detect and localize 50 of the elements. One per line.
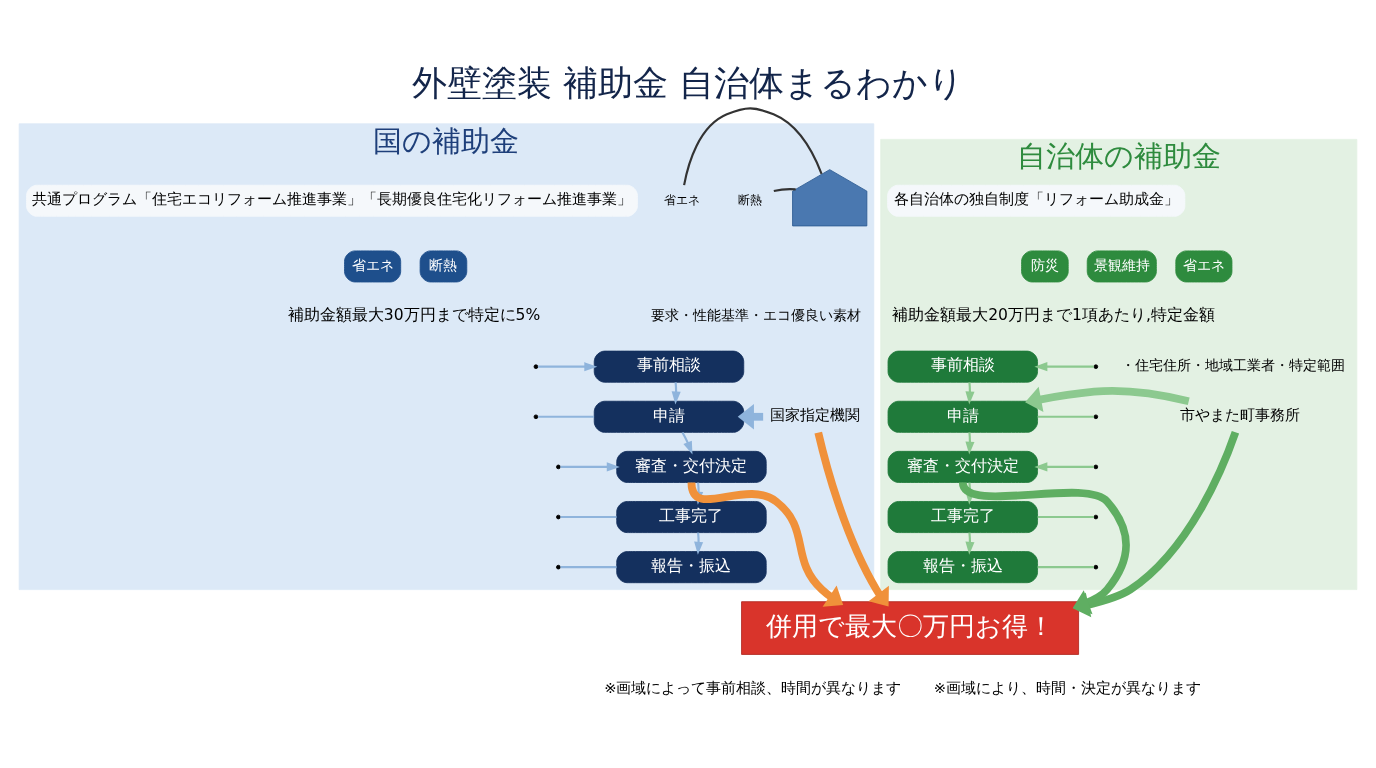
- arrow: [965, 432, 975, 455]
- connector: [1037, 415, 1094, 418]
- label: ※画域により、時間・決定が異なります: [933, 678, 1202, 696]
- node-box: 申請: [887, 400, 1038, 433]
- arrow: [814, 431, 889, 607]
- arrow: [694, 532, 704, 555]
- arrow: [1034, 462, 1094, 472]
- connector: [1037, 515, 1094, 519]
- node-box: 景観維持: [1086, 250, 1157, 283]
- node-box: 工事完了: [616, 501, 767, 533]
- node-box: 防災: [1021, 250, 1069, 283]
- node-box: 審査・交付決定: [616, 450, 767, 483]
- node-box: 断熱: [419, 250, 468, 283]
- node-text: 省エネ: [663, 192, 700, 207]
- connector: [683, 107, 823, 186]
- node-text: 国家指定機関: [770, 406, 861, 424]
- arrow: [1034, 362, 1094, 372]
- arrow: [560, 462, 620, 472]
- label: ※画域によって事前相談、時間が異なります: [604, 678, 902, 696]
- node-box: 共通プログラム「住宅エコリフォーム推進事業」「長期優良住宅化リフォーム推進事業」: [26, 184, 638, 217]
- connector: [773, 188, 796, 193]
- label: 補助金額最大30万円まで特定に5%: [287, 306, 541, 325]
- node-box: 報告・振込: [887, 551, 1038, 584]
- arrow: [965, 382, 975, 405]
- node-box: 事前相談: [887, 350, 1038, 383]
- arrow: [965, 532, 975, 555]
- node-box: 省エネ: [344, 250, 402, 283]
- connector: [560, 515, 617, 519]
- connector: [1037, 566, 1094, 569]
- node-box: 省エネ: [1175, 250, 1233, 283]
- node-box: 工事完了: [887, 501, 1038, 533]
- arrow: [687, 481, 844, 607]
- node-box: 事前相談: [593, 350, 745, 383]
- label: ・住宅住所・地域工業者・特定範囲: [1121, 356, 1346, 373]
- node-text: 断熱: [738, 192, 763, 207]
- node-box: 審査・交付決定: [887, 450, 1038, 483]
- arrow: [538, 362, 598, 372]
- label: 要求・性能基準・エコ優良い素材: [651, 306, 862, 323]
- node-box: 併用で最大〇万円お得！: [741, 601, 1079, 655]
- node-box: 各自治体の独自制度「リフォーム助成金」: [887, 184, 1186, 217]
- node-text: 市やまた町事務所: [1180, 406, 1301, 424]
- node-box: 報告・振込: [616, 551, 767, 584]
- label: 補助金額最大20万円まで1項あたり,特定金額: [892, 306, 1215, 325]
- connector: [538, 415, 595, 418]
- node-picture: [792, 169, 868, 227]
- connector: [560, 566, 617, 569]
- diagram-title: 外壁塗装 補助金 自治体まるわかり: [412, 62, 964, 103]
- arrow: [681, 431, 693, 455]
- node-box: 申請: [593, 400, 745, 433]
- arrow: [1025, 386, 1190, 412]
